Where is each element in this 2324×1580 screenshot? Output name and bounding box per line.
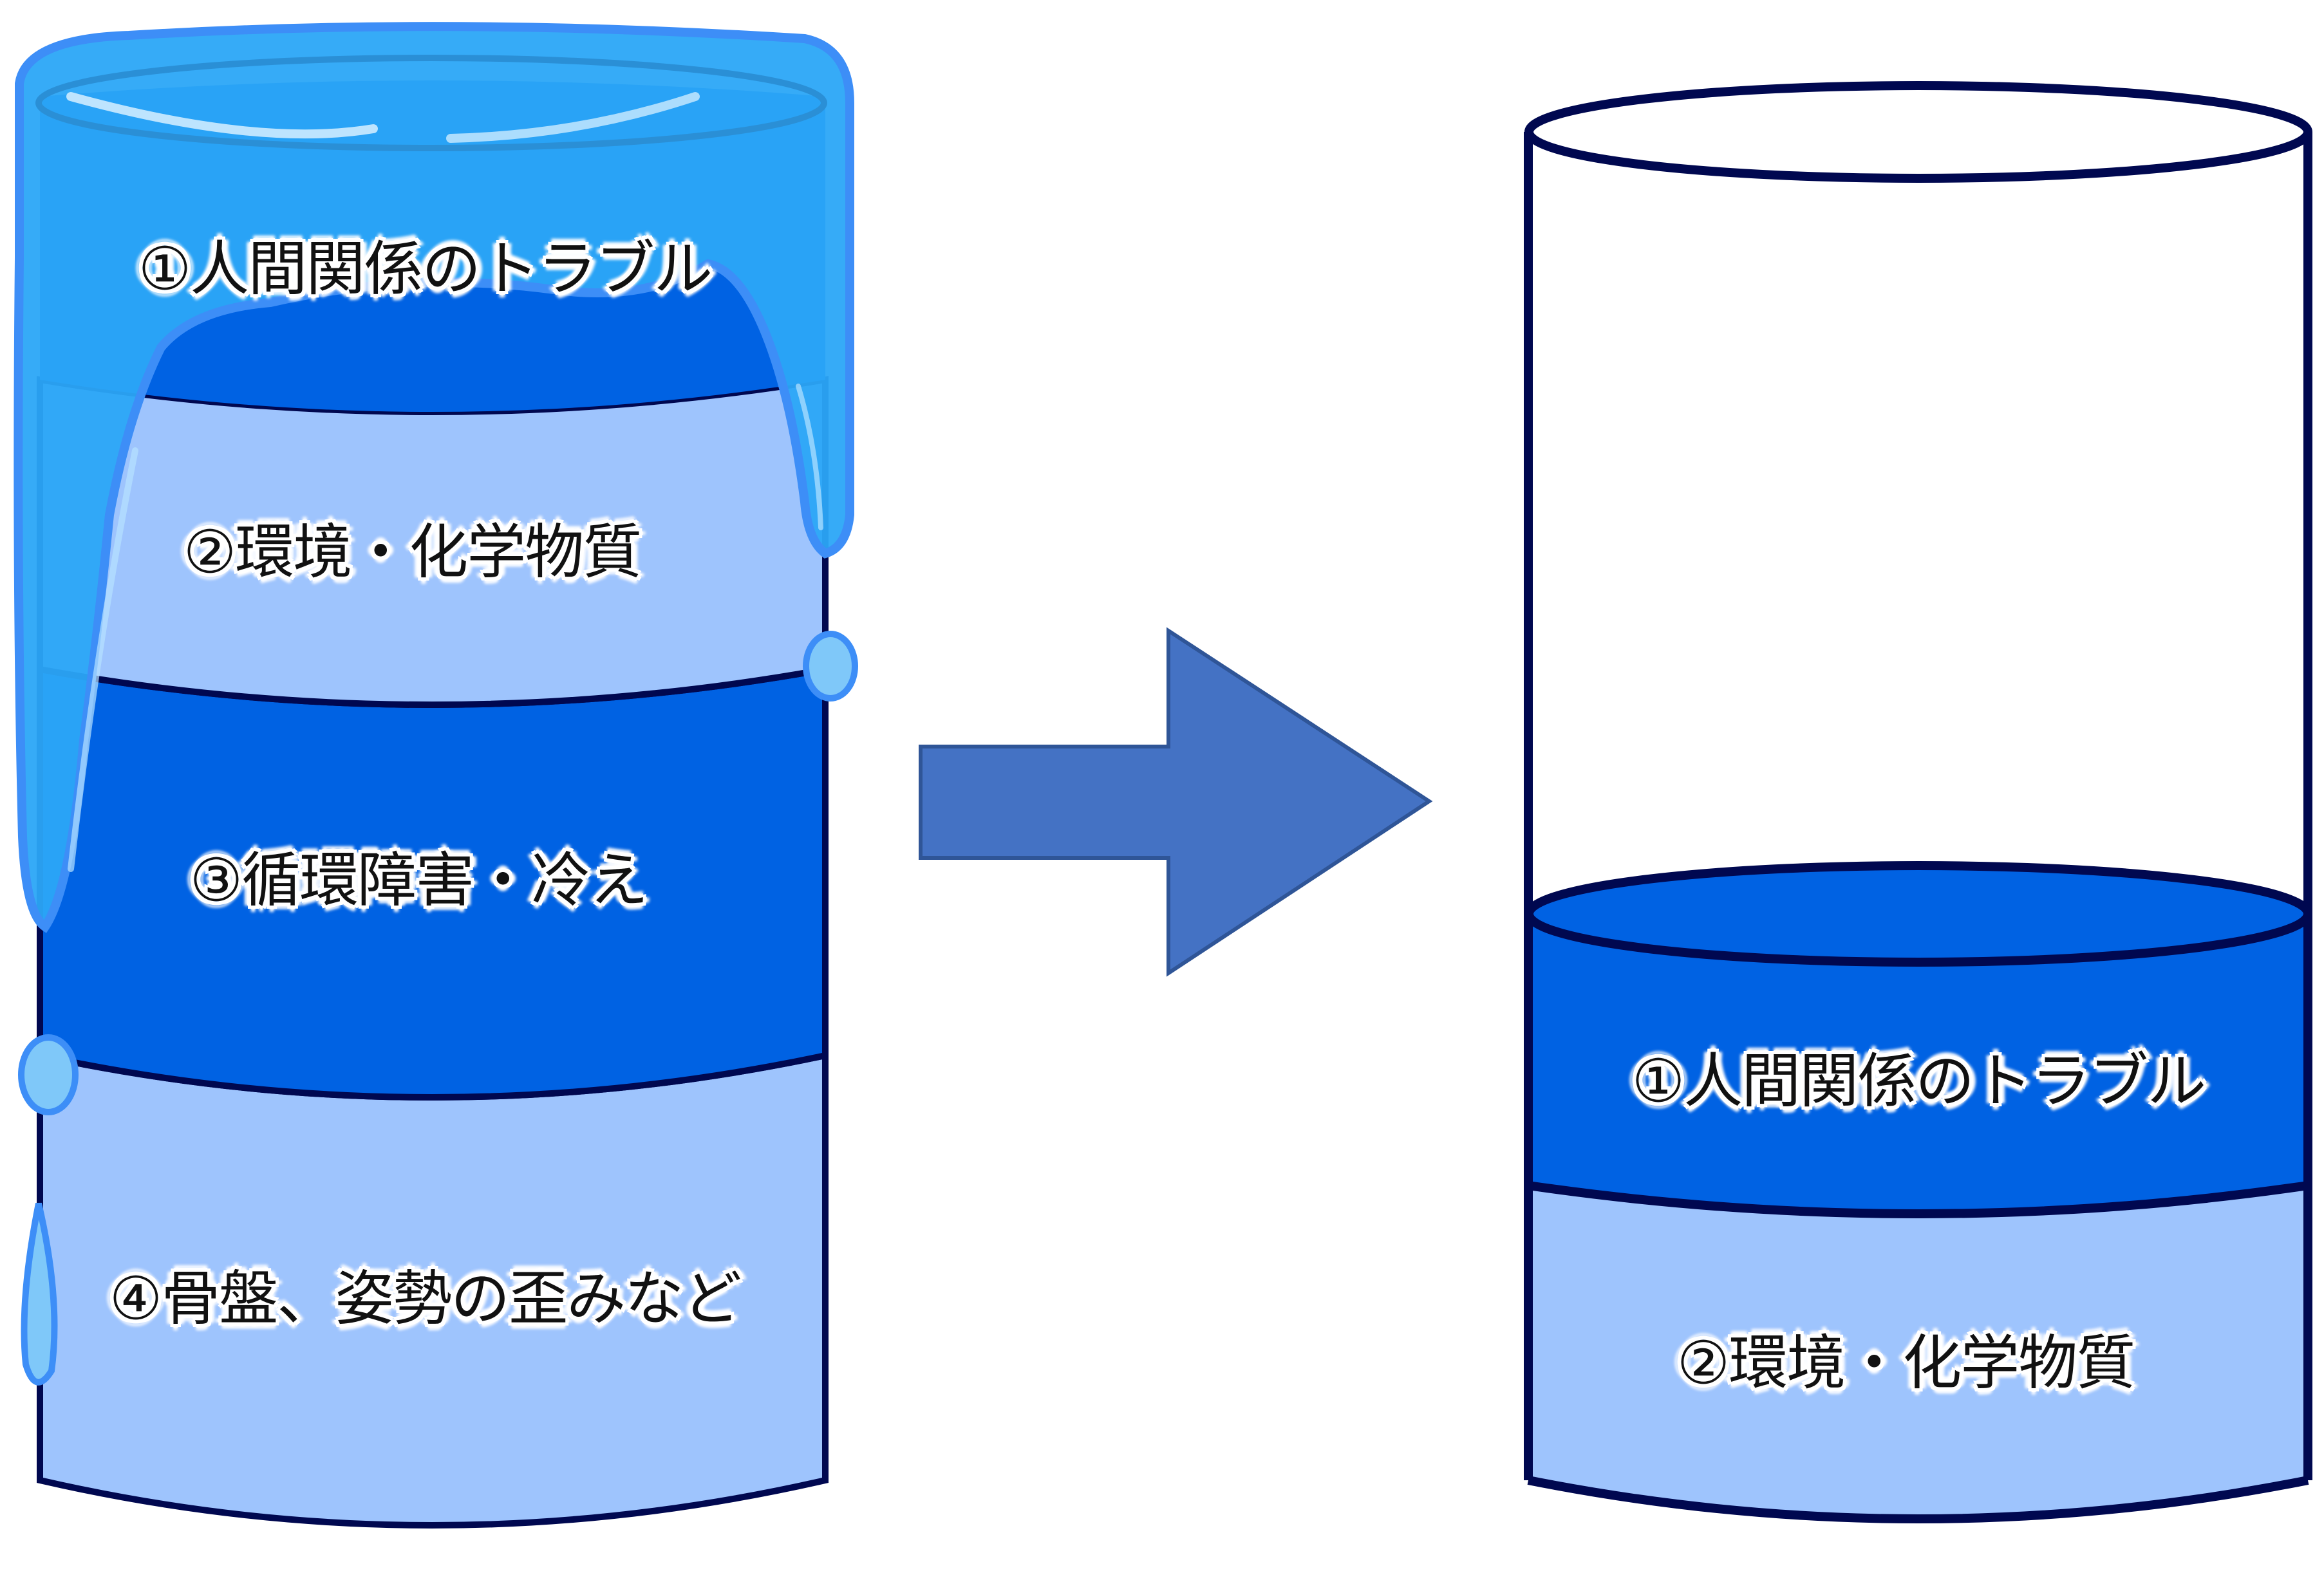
overflow-water bbox=[14, 22, 854, 933]
overflow-highlight bbox=[796, 384, 823, 530]
left-layer-4-label: ④骨盤、姿勢の歪みなど bbox=[109, 1264, 742, 1334]
left-layer-1-label: ①人間関係のトラブル bbox=[138, 234, 713, 304]
water-droplet bbox=[21, 1202, 58, 1386]
water-droplet bbox=[803, 631, 858, 702]
right-cup bbox=[1524, 81, 2312, 1523]
water-surface bbox=[1524, 861, 2312, 967]
left-layer-2-label: ②環境・化学物質 bbox=[183, 517, 642, 587]
overflow-highlight bbox=[66, 92, 378, 139]
cup-bottom bbox=[1527, 1476, 2309, 1523]
overflow-highlight bbox=[446, 92, 700, 143]
overflow-highlight bbox=[68, 447, 138, 872]
right-layer-2-label: ②環境・化学物質 bbox=[1676, 1328, 2135, 1398]
water-droplet bbox=[18, 1034, 79, 1115]
right-layer-1 bbox=[1528, 914, 2308, 1214]
layer-boundary bbox=[1527, 1181, 2309, 1218]
overflow-rim bbox=[35, 55, 827, 151]
right-layer-2 bbox=[1528, 1185, 2308, 1519]
left-layer-3-label: ③循環障害・冷え bbox=[189, 846, 648, 915]
right-layer-1-label: ①人間関係のトラブル bbox=[1631, 1046, 2206, 1116]
arrow-right-icon bbox=[919, 627, 1433, 977]
left-cup bbox=[14, 22, 858, 1529]
cup-rim bbox=[1524, 81, 2312, 183]
